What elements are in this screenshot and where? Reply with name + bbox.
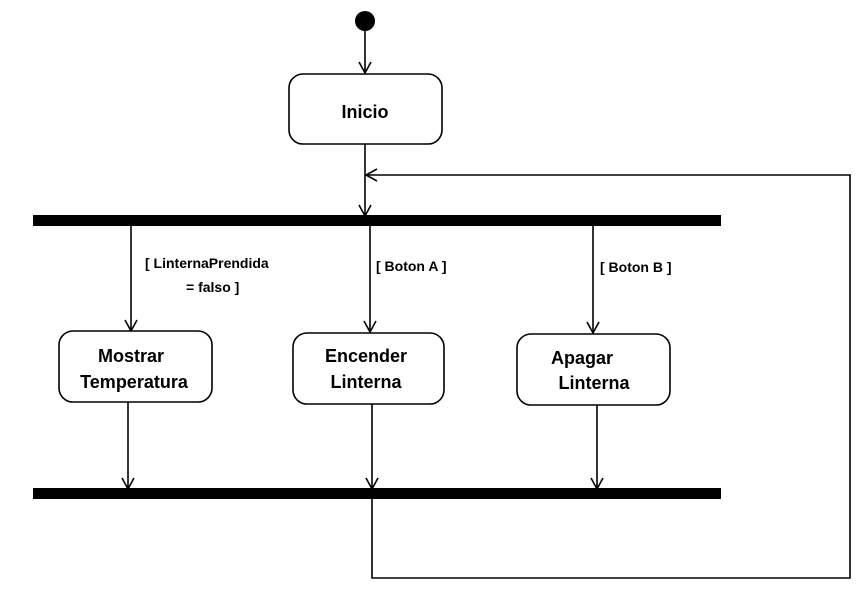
guard-apagar: [ Boton B ] (600, 259, 672, 275)
node-encender-label-line2: Linterna (330, 372, 402, 392)
node-apagar-box (516, 333, 671, 406)
node-mostrar-label-line1: Mostrar (98, 346, 164, 366)
node-apagar-linterna: Apagar Linterna (516, 333, 671, 406)
node-encender-label-line1: Encender (325, 346, 407, 366)
node-apagar-label-line1: Apagar (551, 348, 613, 368)
guard-encender: [ Boton A ] (376, 258, 447, 274)
node-encender-linterna: Encender Linterna (292, 332, 445, 405)
guard-mostrar-line2: = falso ] (186, 279, 239, 295)
node-apagar-label-line2: Linterna (558, 373, 630, 393)
flow-loop-back (364, 168, 851, 579)
initial-node (355, 11, 375, 31)
fork-bar (33, 215, 721, 226)
guard-mostrar-line1: [ LinternaPrendida (145, 255, 269, 271)
node-mostrar-box (58, 330, 213, 403)
node-inicio: Inicio (288, 73, 443, 145)
node-inicio-label: Inicio (341, 102, 388, 122)
node-encender-box (292, 332, 445, 405)
node-mostrar-label-line2: Temperatura (80, 372, 189, 392)
join-bar (33, 488, 721, 499)
node-mostrar-temperatura: Mostrar Temperatura (58, 330, 213, 403)
